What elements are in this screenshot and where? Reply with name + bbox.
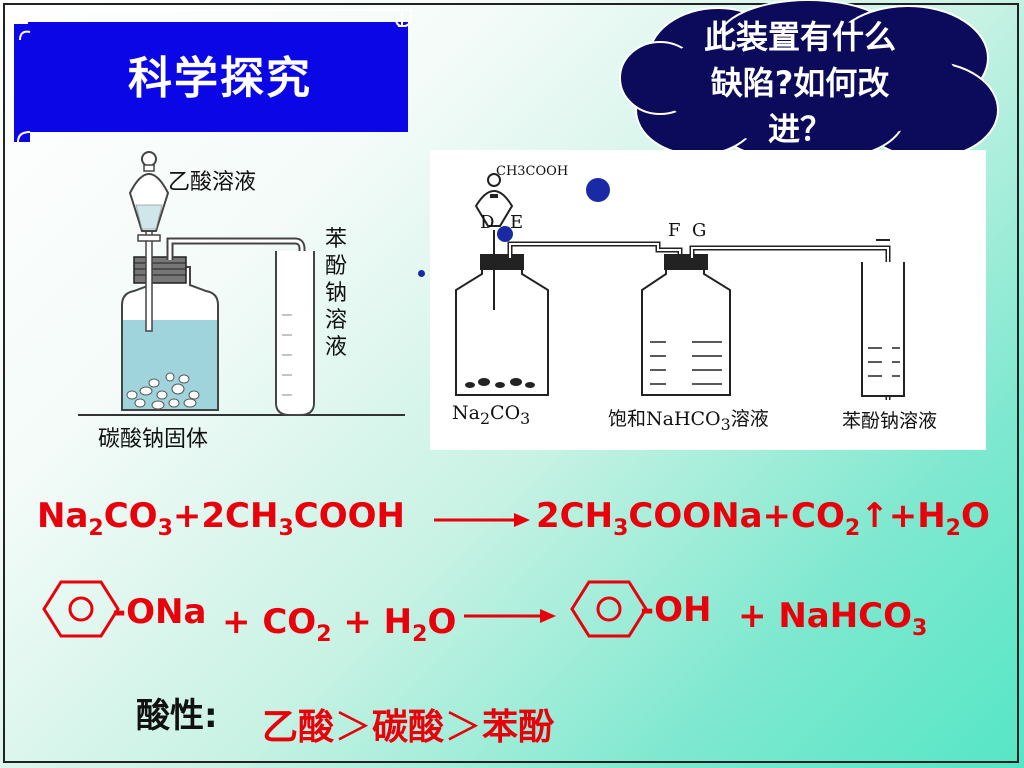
tube-label: 苯 酚 钠 溶 液 (324, 227, 347, 360)
phenoxide-label: -ONa (112, 592, 207, 632)
solid-label: 碳酸钠固体 (98, 427, 209, 452)
equation1-products: 2CH3COONa+CO2↑+H2O (536, 496, 990, 541)
greater-than: ＞ (444, 705, 483, 749)
funnel-label: 乙酸溶液 (168, 170, 257, 195)
valve-e-label: E (510, 212, 524, 233)
valve-d-label: D (480, 212, 495, 233)
reaction-arrow (434, 513, 530, 527)
acidity-order: 乙酸 ＞ 碳酸 ＞ 苯酚 (262, 696, 554, 751)
page-title: 科学探究 (128, 53, 312, 104)
acid-carbonic: 碳酸 (372, 706, 445, 748)
valve-g-label: G (692, 220, 707, 241)
reaction-arrow (464, 609, 556, 623)
acid-acetic: 乙酸 (262, 706, 335, 748)
equation1-reactants: Na2CO3+2CH3COOH (37, 496, 405, 541)
bullet-dot (586, 178, 610, 202)
slide-frame (3, 3, 1019, 763)
funnel-reagent-label: CH3COOH (496, 164, 569, 179)
equation2-reagents: + CO2 + H2O (222, 602, 457, 647)
flask1-label: Na2CO3 (452, 402, 531, 428)
bullet-dot (497, 226, 513, 242)
left-apparatus (78, 151, 405, 416)
valve-f-label: F (668, 220, 681, 241)
flask2-label: 饱和NaHCO3溶液 (608, 408, 769, 434)
acid-phenol: 苯酚 (482, 706, 555, 748)
right-apparatus (455, 173, 905, 400)
equation2-byproduct: + NaHCO3 (738, 596, 928, 641)
phenol-label: -OH (640, 590, 712, 630)
question-cloud (619, 0, 999, 163)
benzene-ring-icon (42, 580, 120, 638)
cloud-question: 此装置有什么 缺陷?如何改 进？ (703, 18, 896, 148)
greater-than: ＞ (334, 705, 373, 749)
benzene-ring-icon (570, 580, 648, 638)
tube2-label: 苯酚钠溶液 (842, 410, 938, 432)
bullet-dot (418, 270, 425, 277)
acidity-label: 酸性: (136, 696, 218, 736)
title-banner (13, 9, 412, 143)
